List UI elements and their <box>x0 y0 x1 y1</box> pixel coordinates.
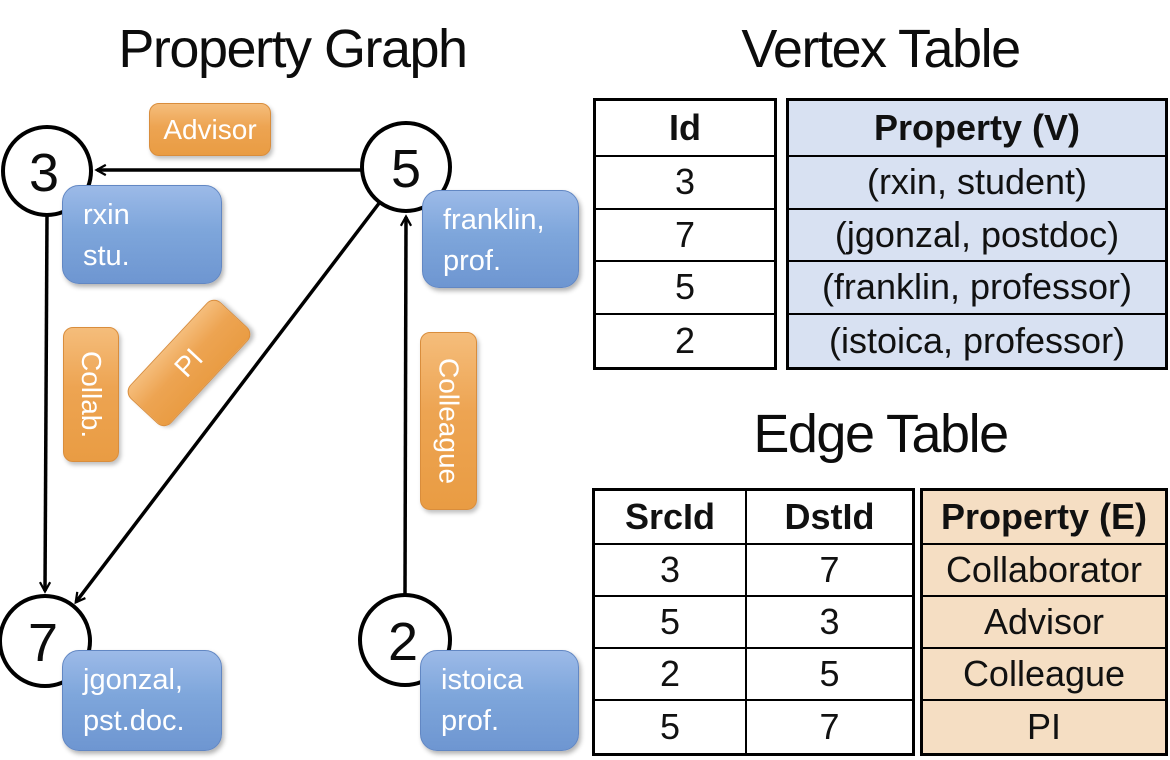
edge-label-collab: Collab. <box>63 327 119 462</box>
vertex-node-5: 5 <box>360 121 452 213</box>
edge-table-property-column: Property (E) Collaborator Advisor Collea… <box>920 488 1168 756</box>
edge-3-to-7-collab <box>45 214 47 591</box>
vertex-property-5: franklin,prof. <box>422 190 579 288</box>
edge-table-dst-header: DstId <box>745 491 912 543</box>
edge-2-to-5-colleague <box>405 217 406 596</box>
table-row: 7 <box>596 210 774 262</box>
table-row: 5 7 <box>595 701 912 753</box>
table-row: 5 <box>596 262 774 315</box>
edge-label-advisor: Advisor <box>149 103 271 156</box>
node-5-id: 5 <box>391 139 421 199</box>
table-row: (franklin, professor) <box>789 262 1165 315</box>
vertex-property-7-text: jgonzal,pst.doc. <box>83 664 185 737</box>
edge-5-to-7-pi <box>76 200 382 602</box>
table-row: Collaborator <box>923 545 1165 597</box>
node-2-id: 2 <box>388 612 418 672</box>
node-7-id: 7 <box>28 613 58 673</box>
table-row: Advisor <box>923 597 1165 649</box>
edge-label-colleague: Colleague <box>420 332 477 510</box>
node-5-circle <box>360 121 452 213</box>
vertex-table-title: Vertex Table <box>741 19 1021 79</box>
vertex-property-7: jgonzal,pst.doc. <box>62 650 222 751</box>
vertex-table-id-column: Id 3 7 5 2 <box>593 98 777 370</box>
table-row: (jgonzal, postdoc) <box>789 210 1165 262</box>
edge-table-title: Edge Table <box>753 404 1009 464</box>
edge-table-src-header: SrcId <box>624 496 716 537</box>
table-row: PI <box>1026 706 1061 747</box>
vertex-table-property-header: Property (V) <box>873 107 1081 148</box>
table-row: Colleague <box>923 649 1165 701</box>
table-row: (rxin, student) <box>789 157 1165 210</box>
edge-table-id-columns: SrcId DstId 3 7 5 3 2 5 5 7 <box>592 488 915 756</box>
property-graph-title: Property Graph <box>118 19 468 79</box>
table-row: 3 <box>596 157 774 210</box>
table-row: 3 7 <box>595 545 912 597</box>
table-row: 2 5 <box>595 649 912 701</box>
vertex-table-property-column: Property (V) (rxin, student) (jgonzal, p… <box>786 98 1168 370</box>
table-row: 5 3 <box>595 597 912 649</box>
vertex-property-5-text: franklin,prof. <box>443 204 545 277</box>
vertex-table-id-header: Id <box>669 107 701 148</box>
node-3-id: 3 <box>29 143 59 203</box>
table-row: 2 <box>674 319 696 361</box>
table-row: (istoica, professor) <box>828 319 1126 361</box>
edge-table-property-header: Property (E) <box>940 496 1148 537</box>
